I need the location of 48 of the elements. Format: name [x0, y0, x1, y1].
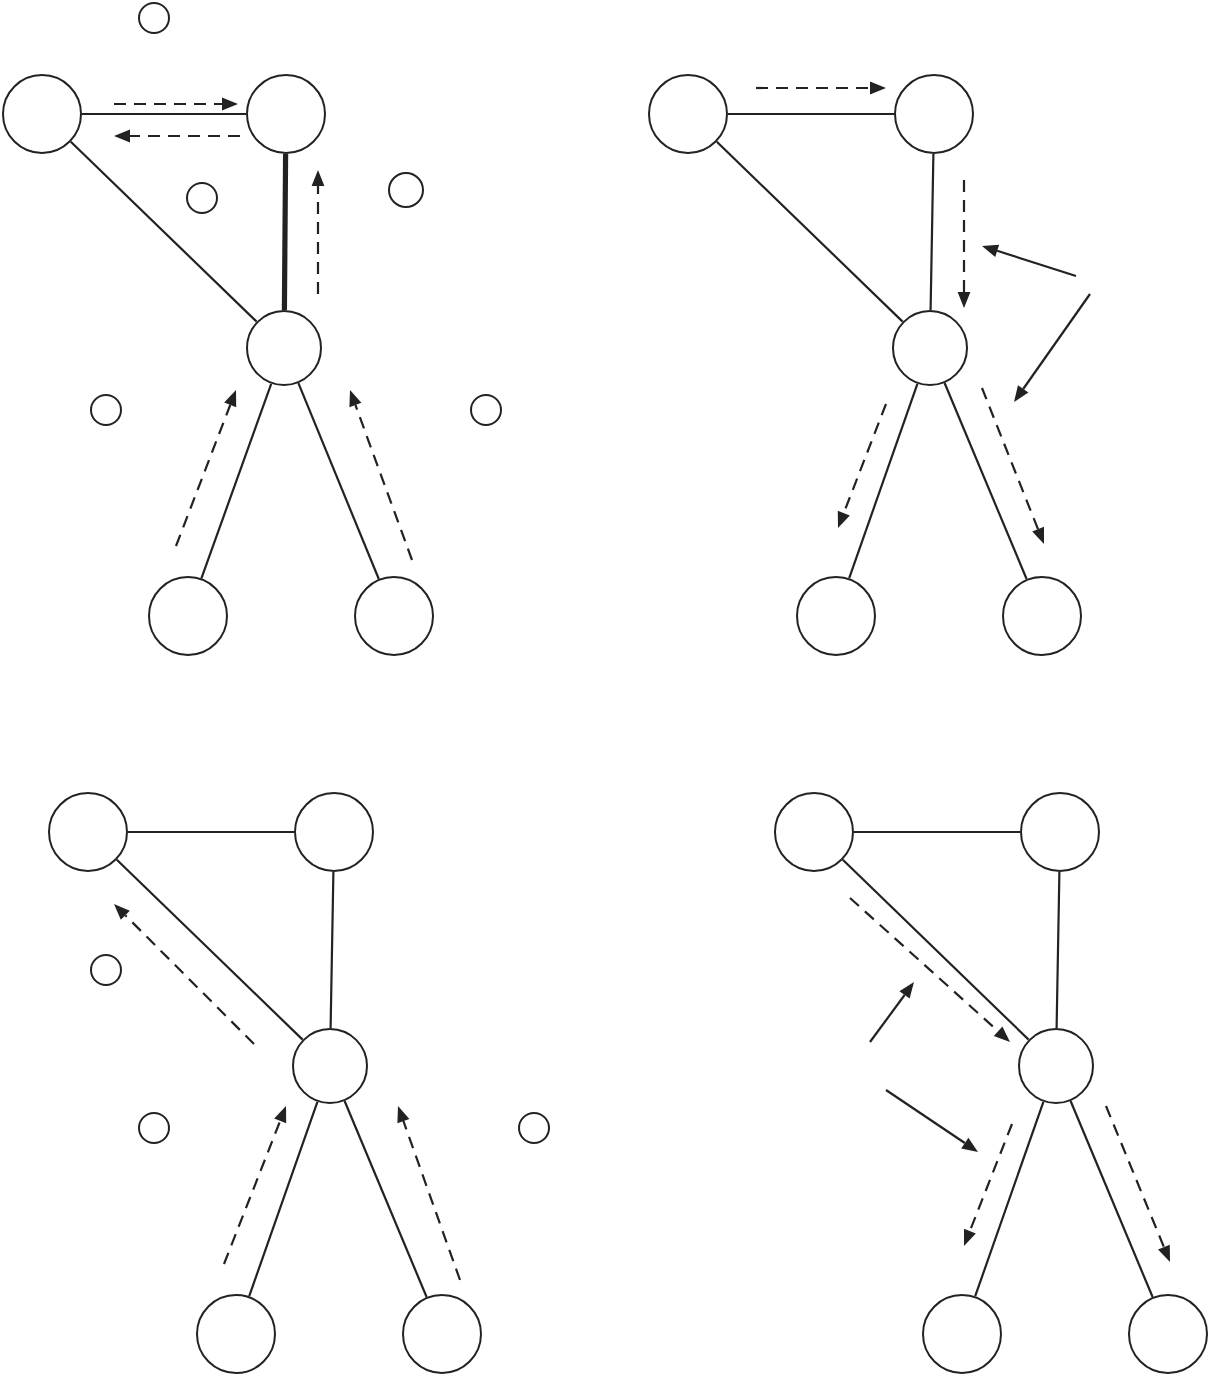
node-circle — [246, 310, 322, 386]
node-circle — [1002, 576, 1082, 656]
node-circle — [1128, 1294, 1208, 1374]
node-circle — [894, 74, 974, 154]
connector-line — [716, 141, 904, 323]
node-circle — [294, 792, 374, 872]
connector-line — [116, 859, 304, 1041]
small-circle — [90, 394, 122, 426]
node-circle — [354, 576, 434, 656]
connector-line — [1055, 872, 1061, 1028]
connector-line — [297, 382, 380, 580]
small-circle — [470, 394, 502, 426]
node-circle — [402, 1294, 482, 1374]
connector-line — [343, 1100, 428, 1298]
connector-line — [842, 859, 1030, 1041]
node-circle — [196, 1294, 276, 1374]
connector-line — [974, 1101, 1045, 1297]
node-circle — [1018, 1028, 1094, 1104]
small-circle — [138, 2, 170, 34]
node-circle — [246, 74, 326, 154]
connector-line — [128, 830, 294, 834]
node-circle — [2, 74, 82, 154]
connector-line — [248, 1101, 319, 1297]
connector-line — [329, 872, 335, 1028]
node-circle — [922, 1294, 1002, 1374]
small-circle — [388, 172, 424, 208]
node-circle — [148, 576, 228, 656]
connector-line — [848, 383, 919, 579]
small-circle — [138, 1112, 170, 1144]
connector-line — [929, 154, 935, 310]
node-circle — [648, 74, 728, 154]
small-circle — [518, 1112, 550, 1144]
node-circle — [892, 310, 968, 386]
connector-line — [1069, 1100, 1154, 1298]
small-circle — [90, 954, 122, 986]
connector-line — [281, 154, 289, 310]
connector-line — [200, 383, 273, 579]
node-circle — [48, 792, 128, 872]
node-circle — [1020, 792, 1100, 872]
connector-line — [728, 112, 894, 116]
small-circle — [186, 182, 218, 214]
connector-line — [70, 141, 258, 323]
connector-line — [943, 382, 1028, 580]
connector-line — [854, 830, 1020, 834]
node-circle — [796, 576, 876, 656]
connector-line — [82, 112, 246, 116]
node-circle — [292, 1028, 368, 1104]
node-circle — [774, 792, 854, 872]
